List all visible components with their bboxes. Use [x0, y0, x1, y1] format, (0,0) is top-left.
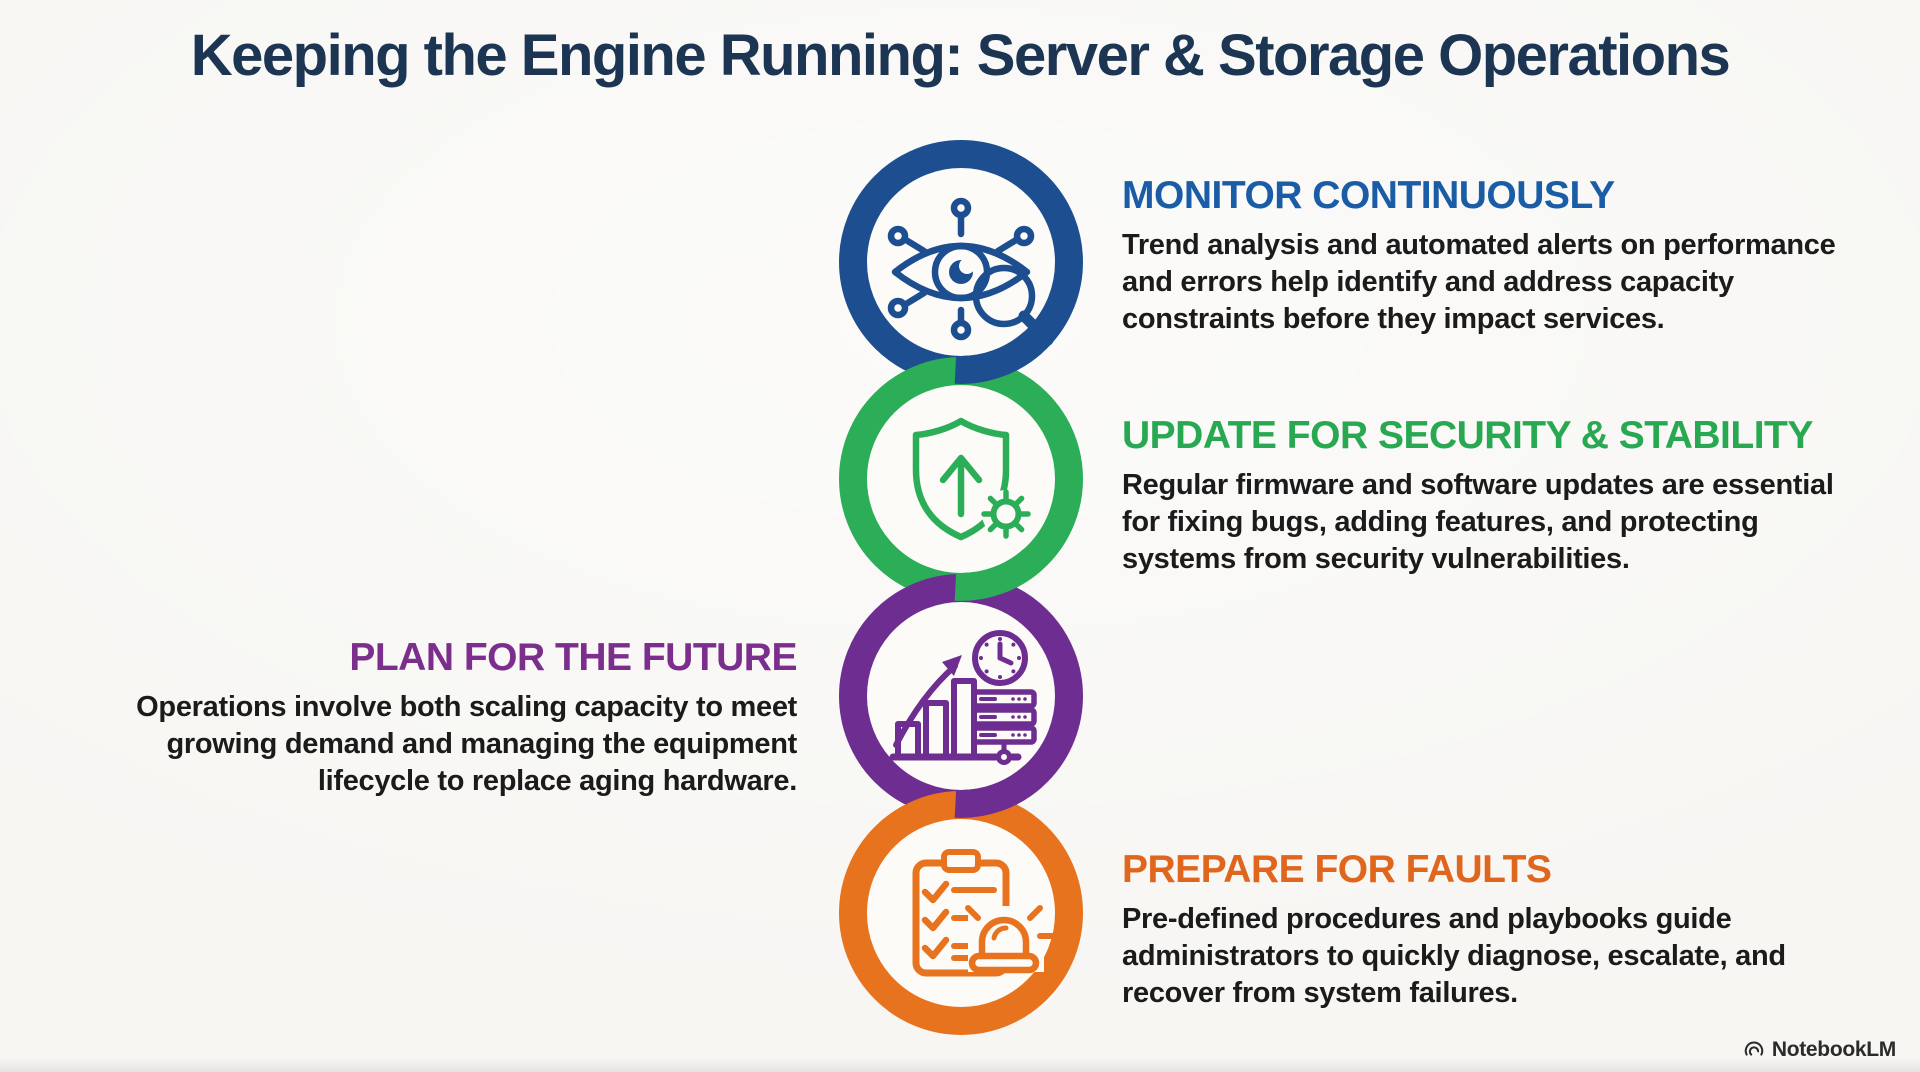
body-line: systems from security vulnerabilities.	[1122, 542, 1630, 575]
weave-green-over-purple	[954, 548, 1043, 601]
body-line: recover from system failures.	[1122, 976, 1518, 1009]
section-monitor-body: Trend analysis and automated alerts on p…	[1122, 227, 1884, 338]
capacity-planning-icon	[889, 628, 1037, 765]
weave-purple-over-orange	[954, 765, 1043, 818]
watermark-label: NotebookLM	[1771, 1038, 1896, 1061]
body-line: Trend analysis and automated alerts on p…	[1122, 228, 1836, 261]
section-monitor-heading: MONITOR CONTINUOUSLY	[1122, 174, 1615, 217]
page-title: Keeping the Engine Running: Server & Sto…	[190, 23, 1731, 88]
section-update-heading: UPDATE FOR SECURITY & STABILITY	[1122, 414, 1813, 457]
section-plan: PLAN FOR THE FUTURE Operations involve b…	[35, 636, 797, 800]
bottom-shadow-edge	[0, 1058, 1920, 1072]
notebooklm-logo-icon	[1744, 1041, 1764, 1056]
section-plan-heading: PLAN FOR THE FUTURE	[349, 636, 797, 679]
weave-blue-over-green	[954, 331, 1043, 384]
body-line: constraints before they impact services.	[1122, 302, 1665, 335]
section-update: UPDATE FOR SECURITY & STABILITY Regular …	[1122, 414, 1884, 578]
section-monitor: MONITOR CONTINUOUSLY Trend analysis and …	[1122, 174, 1884, 338]
body-line: Pre-defined procedures and playbooks gui…	[1122, 902, 1732, 935]
body-line: administrators to quickly diagnose, esca…	[1122, 939, 1786, 972]
section-prepare-body: Pre-defined procedures and playbooks gui…	[1122, 901, 1884, 1012]
body-line: Operations involve both scaling capacity…	[136, 690, 797, 723]
body-line: lifecycle to replace aging hardware.	[317, 764, 797, 797]
section-plan-body: Operations involve both scaling capacity…	[35, 689, 797, 800]
section-prepare: PREPARE FOR FAULTS Pre-defined procedure…	[1122, 848, 1884, 1012]
section-update-body: Regular firmware and software updates ar…	[1122, 467, 1884, 578]
eye-monitoring-icon	[887, 197, 1054, 346]
body-line: growing demand and managing the equipmen…	[166, 727, 797, 760]
body-line: for fixing bugs, adding features, and pr…	[1122, 505, 1759, 538]
section-prepare-heading: PREPARE FOR FAULTS	[1122, 848, 1552, 891]
shield-update-icon	[912, 417, 1031, 541]
body-line: and errors help identify and address cap…	[1122, 265, 1734, 298]
watermark: NotebookLM	[1743, 1038, 1896, 1062]
fault-readiness-icon	[912, 849, 1055, 977]
body-line: Regular firmware and software updates ar…	[1122, 468, 1834, 501]
